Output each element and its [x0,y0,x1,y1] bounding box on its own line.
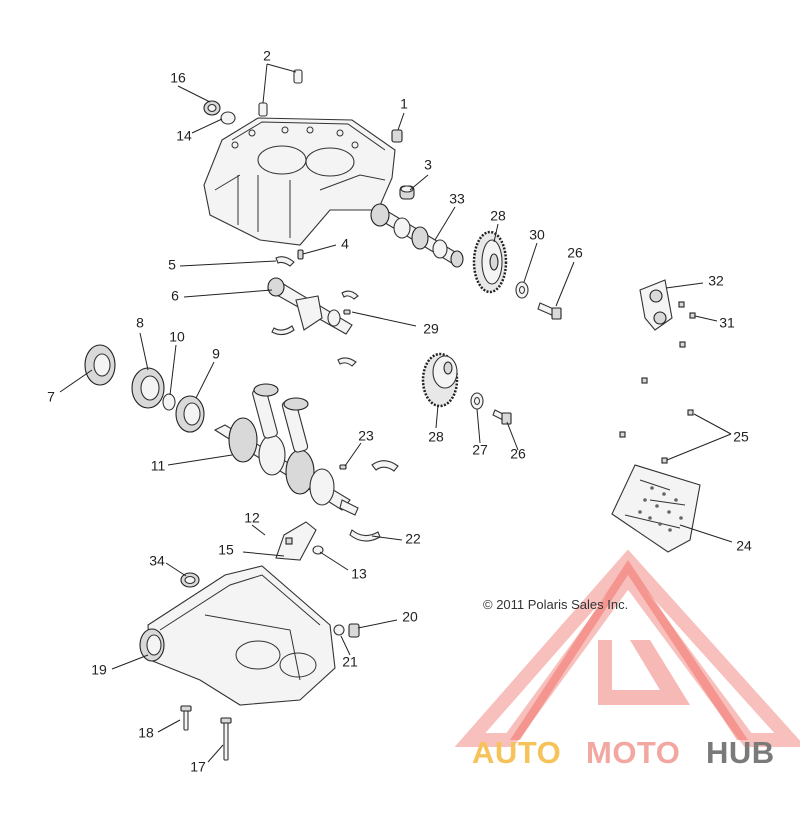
callout-25: 25 [733,429,749,445]
small-bolts [619,301,696,464]
upper-crankcase [203,117,396,246]
callout-21: 21 [342,654,358,670]
callout-17: 17 [190,759,206,775]
callout-26-lower: 26 [510,446,526,462]
lower-crankcase [139,565,336,706]
callout-34: 34 [149,553,165,569]
drain-plug [333,623,360,638]
callout-11: 11 [151,458,166,474]
callout-19: 19 [91,662,107,678]
callout-16: 16 [170,70,186,86]
callout-2: 2 [263,48,271,64]
callout-15: 15 [218,542,234,558]
callout-4: 4 [341,236,349,252]
leader-lines [59,63,733,763]
callout-3: 3 [424,157,432,173]
balance-shaft [266,277,353,335]
cam-gear-lower [421,352,459,408]
callout-29: 29 [423,321,439,337]
bolt-26-top [537,302,562,320]
callout-30: 30 [529,227,545,243]
callout-5: 5 [168,257,176,273]
callout-labels: 1 2 3 4 5 6 7 8 9 10 11 12 13 14 15 16 1… [47,48,752,775]
callout-24: 24 [736,538,752,554]
seal-rings-top [203,100,236,125]
callout-13: 13 [351,566,367,582]
watermark-word-auto: AUTO [472,735,561,770]
baffle-plate [611,464,701,553]
callout-8: 8 [136,315,144,331]
bearing-shells [271,256,399,542]
watermark-text: AUTO MOTO HUB [472,735,775,770]
callout-7: 7 [47,389,55,405]
camshaft [370,203,464,268]
cam-gear-top [472,230,508,294]
crank-seal-and-bearings [84,344,205,433]
washer-27 [470,392,484,410]
callout-9: 9 [212,346,220,362]
washer-30 [515,281,529,299]
callout-27: 27 [472,442,488,458]
callout-33: 33 [449,191,465,207]
watermark-word-moto: MOTO [586,735,680,770]
watermark-word-hub: HUB [706,735,775,770]
plug-fitting [391,129,403,143]
long-bolts [180,705,232,761]
oil-pickup-assembly [275,521,324,561]
callout-10: 10 [169,329,185,345]
callout-28-lower: 28 [428,429,444,445]
callout-28-top: 28 [490,208,506,224]
callout-26-top: 26 [567,245,583,261]
woodruff-key [343,309,351,315]
callout-1: 1 [400,96,408,112]
seal-34 [180,572,200,588]
callout-18: 18 [138,725,154,741]
cover-plate [639,279,673,331]
callout-20: 20 [402,609,418,625]
callout-6: 6 [171,288,179,304]
copyright-text: © 2011 Polaris Sales Inc. [483,597,628,612]
watermark-logo [454,549,800,747]
crank-key [339,464,347,470]
bolt-26-lower [492,409,512,425]
callout-32: 32 [708,273,724,289]
callout-23: 23 [358,428,374,444]
callout-31: 31 [719,315,735,331]
locating-pin [297,249,304,260]
callout-12: 12 [244,510,260,526]
crankshaft [213,383,359,516]
callout-14: 14 [176,128,192,144]
callout-22: 22 [405,531,421,547]
